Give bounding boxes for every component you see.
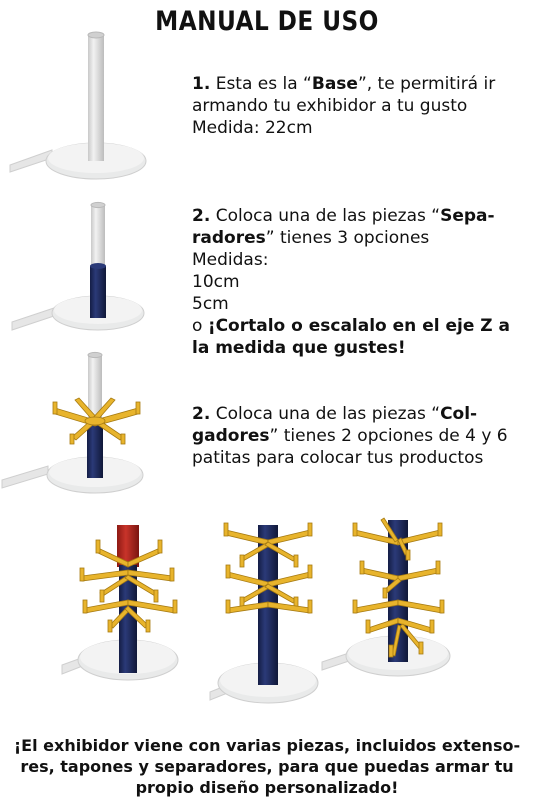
step-2-text: 2. Coloca una de las piezas “Sepa-radore… <box>192 205 532 359</box>
step-2-measure-1: 10cm <box>192 272 240 292</box>
assembled-example-a <box>61 525 179 681</box>
step-3-text: 2. Coloca una de las piezas “Col-gadores… <box>192 403 532 469</box>
step-2-bold: Sepa-radores <box>192 206 495 248</box>
step-1-bold: Base <box>311 74 358 94</box>
step-2-measures-label: Medidas: <box>192 250 269 270</box>
step-3-bold: Col-gadores <box>192 404 478 446</box>
hanger-figure <box>1 351 144 494</box>
step-1-text: 1. Esta es la “Base”, te permitirá ir ar… <box>192 73 532 139</box>
hanger-piece <box>52 397 141 445</box>
assembled-example-b <box>209 522 319 704</box>
separator-piece <box>90 266 106 318</box>
step-2-number: 2. <box>192 206 211 226</box>
step-3-text-post: ” tienes 2 opciones de 4 y 6 patitas par… <box>192 426 508 468</box>
base-tube <box>88 35 104 161</box>
step-3-number: 2. <box>192 404 211 424</box>
step-1-measure: Medida: 22cm <box>192 118 313 138</box>
cap-piece <box>117 525 139 567</box>
page-title: MANUAL DE USO <box>155 6 379 37</box>
base-figure <box>9 31 147 180</box>
step-1-text-pre: Esta es la “ <box>215 74 312 94</box>
step-2-text-post: ” tienes 3 opciones <box>265 228 430 248</box>
step-1-text-post: ”, te permitirá ir armando tu exhibidor … <box>192 74 496 116</box>
step-2-option-bold: ¡Cortalo o escalalo en el eje Z a la med… <box>192 316 510 358</box>
step-2-measure-2: 5cm <box>192 294 229 314</box>
step-2-text-pre: Coloca una de las piezas “ <box>215 206 441 226</box>
assembled-example-c <box>321 517 451 677</box>
separator-figure <box>11 201 145 331</box>
footer-note: ¡El exhibidor viene con varias piezas, i… <box>13 736 521 797</box>
step-1-number: 1. <box>192 74 211 94</box>
step-3-text-pre: Coloca una de las piezas “ <box>215 404 441 424</box>
step-2-option-pre: o <box>192 316 208 336</box>
